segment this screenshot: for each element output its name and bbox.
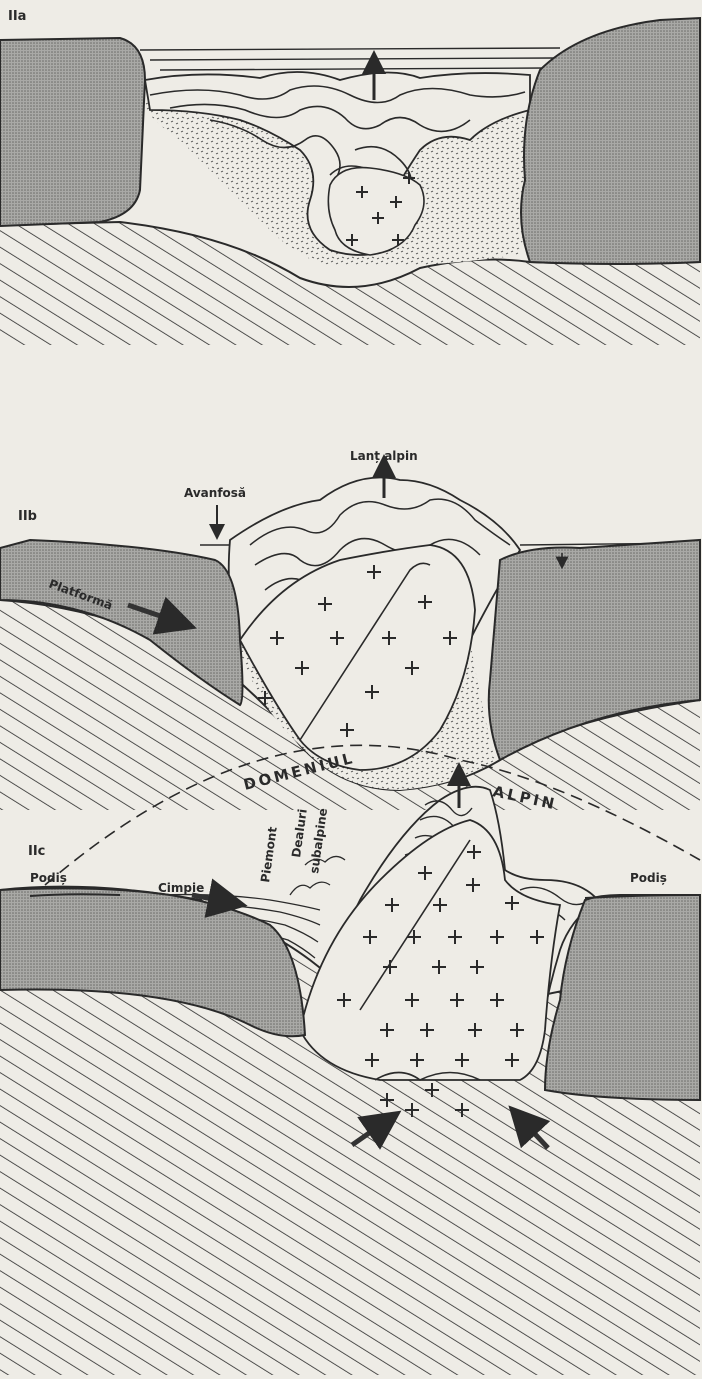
platform-right-iia (521, 18, 700, 264)
label-avanfosa: Avanfosă (184, 486, 246, 500)
panel-id-iia: IIa (8, 9, 26, 24)
label-lant-alpin: Lanț alpin (350, 449, 418, 463)
panel-id-iic: IIc (28, 844, 45, 859)
panel-id-iib: IIb (18, 509, 37, 524)
label-podis-left: Podiș (30, 871, 67, 885)
label-podis-right: Podiș (630, 871, 667, 885)
sea-lines-iia (140, 48, 560, 70)
label-cimpie: Cimpie (158, 881, 204, 895)
granite-core-iic (300, 820, 560, 1080)
platform-left-iia (0, 38, 145, 226)
label-dealuri: Dealuri (289, 808, 310, 858)
panel-iia: IIa (0, 9, 700, 345)
label-subalpine: subalpine (307, 807, 330, 874)
panel-iic: DOMENIUL ALPIN (0, 745, 700, 1375)
label-piemont: Piemont (258, 826, 280, 884)
